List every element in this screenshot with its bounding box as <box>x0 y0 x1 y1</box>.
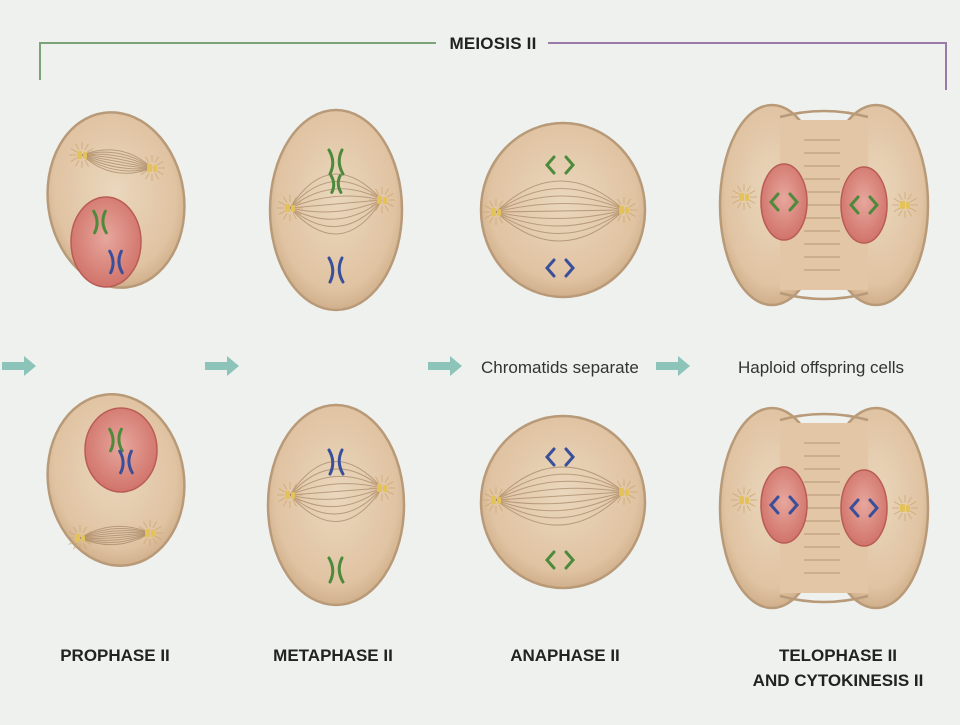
caption-haploid-offspring: Haploid offspring cells <box>738 358 904 377</box>
label-telophase-line2: AND CYTOKINESIS II <box>752 671 924 690</box>
centriole-icon <box>731 184 757 210</box>
centriole-icon <box>137 520 163 546</box>
arrow-icon <box>205 356 239 376</box>
centriole-icon <box>277 482 303 508</box>
chromatid-icon <box>545 447 575 467</box>
meiosis-bracket <box>39 42 947 90</box>
label-prophase-ii: PROPHASE II <box>60 646 170 665</box>
label-metaphase-ii: METAPHASE II <box>273 646 393 665</box>
centriole-icon <box>611 197 637 223</box>
centriole-icon <box>369 475 395 501</box>
centriole-icon <box>483 487 509 513</box>
cleavage-furrow <box>804 442 840 574</box>
chromosome-icon <box>108 427 124 453</box>
chromatid-icon <box>545 258 575 278</box>
chromatid-icon <box>849 195 879 215</box>
spindle-fibers <box>81 149 153 174</box>
cell-metaphase-bottom <box>266 403 406 607</box>
chromosome-icon <box>327 256 345 284</box>
caption-chromatids-separate: Chromatids separate <box>481 358 639 377</box>
cells-telophase-top <box>718 103 930 307</box>
nucleus <box>760 163 808 241</box>
label-telophase-ii: TELOPHASE II AND CYTOKINESIS II <box>738 643 938 693</box>
transition-arrows <box>2 356 690 376</box>
chromatid-icon <box>769 192 799 212</box>
cell-prophase-bottom <box>46 393 186 567</box>
diagram-title: MEIOSIS II <box>438 34 548 54</box>
centriole-icon <box>67 525 93 551</box>
arrow-icon <box>428 356 462 376</box>
centriole-icon <box>69 142 95 168</box>
nucleus <box>840 469 888 547</box>
chromatid-icon <box>769 495 799 515</box>
cell-membrane <box>479 121 647 299</box>
chromosome-icon <box>327 448 345 476</box>
spindle-fibers <box>289 173 383 235</box>
centriole-icon <box>731 487 757 513</box>
chromatid-icon <box>545 550 575 570</box>
cleavage-furrow <box>804 139 840 271</box>
nucleus <box>70 196 142 288</box>
chromosome-icon <box>329 174 343 194</box>
chromosome-icon <box>108 249 124 275</box>
nucleus <box>760 466 808 544</box>
cell-anaphase-top <box>479 121 647 299</box>
nucleus <box>840 166 888 244</box>
spindle-fibers <box>495 466 625 526</box>
centriole-icon <box>483 199 509 225</box>
cell-membrane <box>266 403 406 607</box>
spindle-fibers <box>289 461 383 522</box>
arrow-icon <box>656 356 690 376</box>
cell-metaphase-top <box>268 108 404 312</box>
chromosome-icon <box>92 209 108 235</box>
chromosome-icon <box>118 449 134 475</box>
cell-prophase-top <box>46 111 186 289</box>
cell-membrane <box>268 108 404 312</box>
label-anaphase-ii: ANAPHASE II <box>510 646 620 665</box>
centriole-icon <box>892 192 918 218</box>
chromatid-icon <box>849 498 879 518</box>
cells-telophase-bottom <box>718 406 930 610</box>
centriole-icon <box>892 495 918 521</box>
cell-anaphase-bottom <box>479 414 647 590</box>
centriole-icon <box>611 479 637 505</box>
cells-layer <box>46 103 930 610</box>
cell-membrane <box>479 414 647 590</box>
chromosome-icon <box>327 556 345 584</box>
centriole-icon <box>139 155 165 181</box>
spindle-fibers <box>495 180 625 242</box>
arrow-icon <box>2 356 36 376</box>
centriole-icon <box>277 195 303 221</box>
label-telophase-line1: TELOPHASE II <box>778 646 898 665</box>
centriole-icon <box>369 187 395 213</box>
chromosome-icon <box>327 148 345 176</box>
chromatid-icon <box>545 155 575 175</box>
